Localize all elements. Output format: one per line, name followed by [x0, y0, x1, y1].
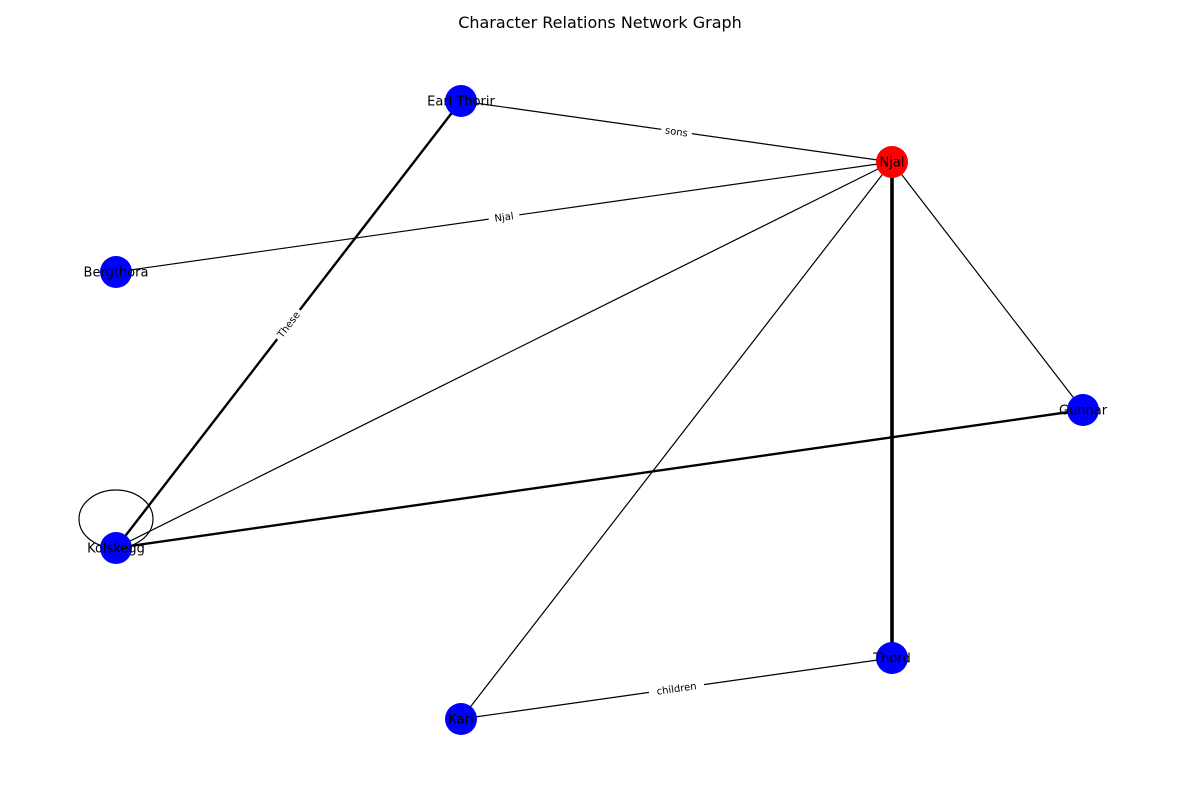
- edge-label-kolskegg-earl: These: [271, 305, 306, 344]
- edge-label-background: [660, 122, 693, 141]
- node-label-kolskegg: Kolskegg: [87, 542, 145, 557]
- edge-label-background: [271, 305, 306, 344]
- node-thord: [876, 642, 908, 674]
- edge-kolskegg-njal: [115, 161, 893, 549]
- node-label-earl: Earl Thorir: [427, 95, 495, 110]
- node-label-njal: Njal: [880, 156, 905, 171]
- node-label-gunnar: Gunnar: [1059, 404, 1108, 419]
- node-label-bergthora: Bergthora: [84, 266, 149, 281]
- edge-kari-njal: [460, 161, 893, 720]
- edge-njal-gunnar: [891, 161, 1084, 411]
- edge-label-earl-njal: sons: [660, 122, 693, 141]
- edge-label-kari-thord: children: [647, 677, 706, 700]
- graph-title: Character Relations Network Graph: [458, 13, 742, 32]
- edge-label-background: [647, 677, 706, 700]
- edge-layer: [78, 100, 1084, 720]
- node-label-kari: Kari: [448, 713, 473, 728]
- node-gunnar: [1067, 394, 1099, 426]
- node-kolskegg: [100, 532, 132, 564]
- node-layer: [100, 85, 1099, 735]
- node-kari: [445, 703, 477, 735]
- edge-label-text: sons: [664, 125, 688, 139]
- node-label-thord: Thord: [872, 652, 911, 667]
- edge-label-text: Njal: [494, 211, 515, 225]
- edge-kolskegg-gunnar: [115, 408, 1084, 550]
- edge-label-background: [487, 207, 521, 227]
- node-earl: [445, 85, 477, 117]
- node-bergthora: [100, 256, 132, 288]
- node-njal: [876, 146, 908, 178]
- edge-label-bergthora-njal: Njal: [487, 207, 521, 227]
